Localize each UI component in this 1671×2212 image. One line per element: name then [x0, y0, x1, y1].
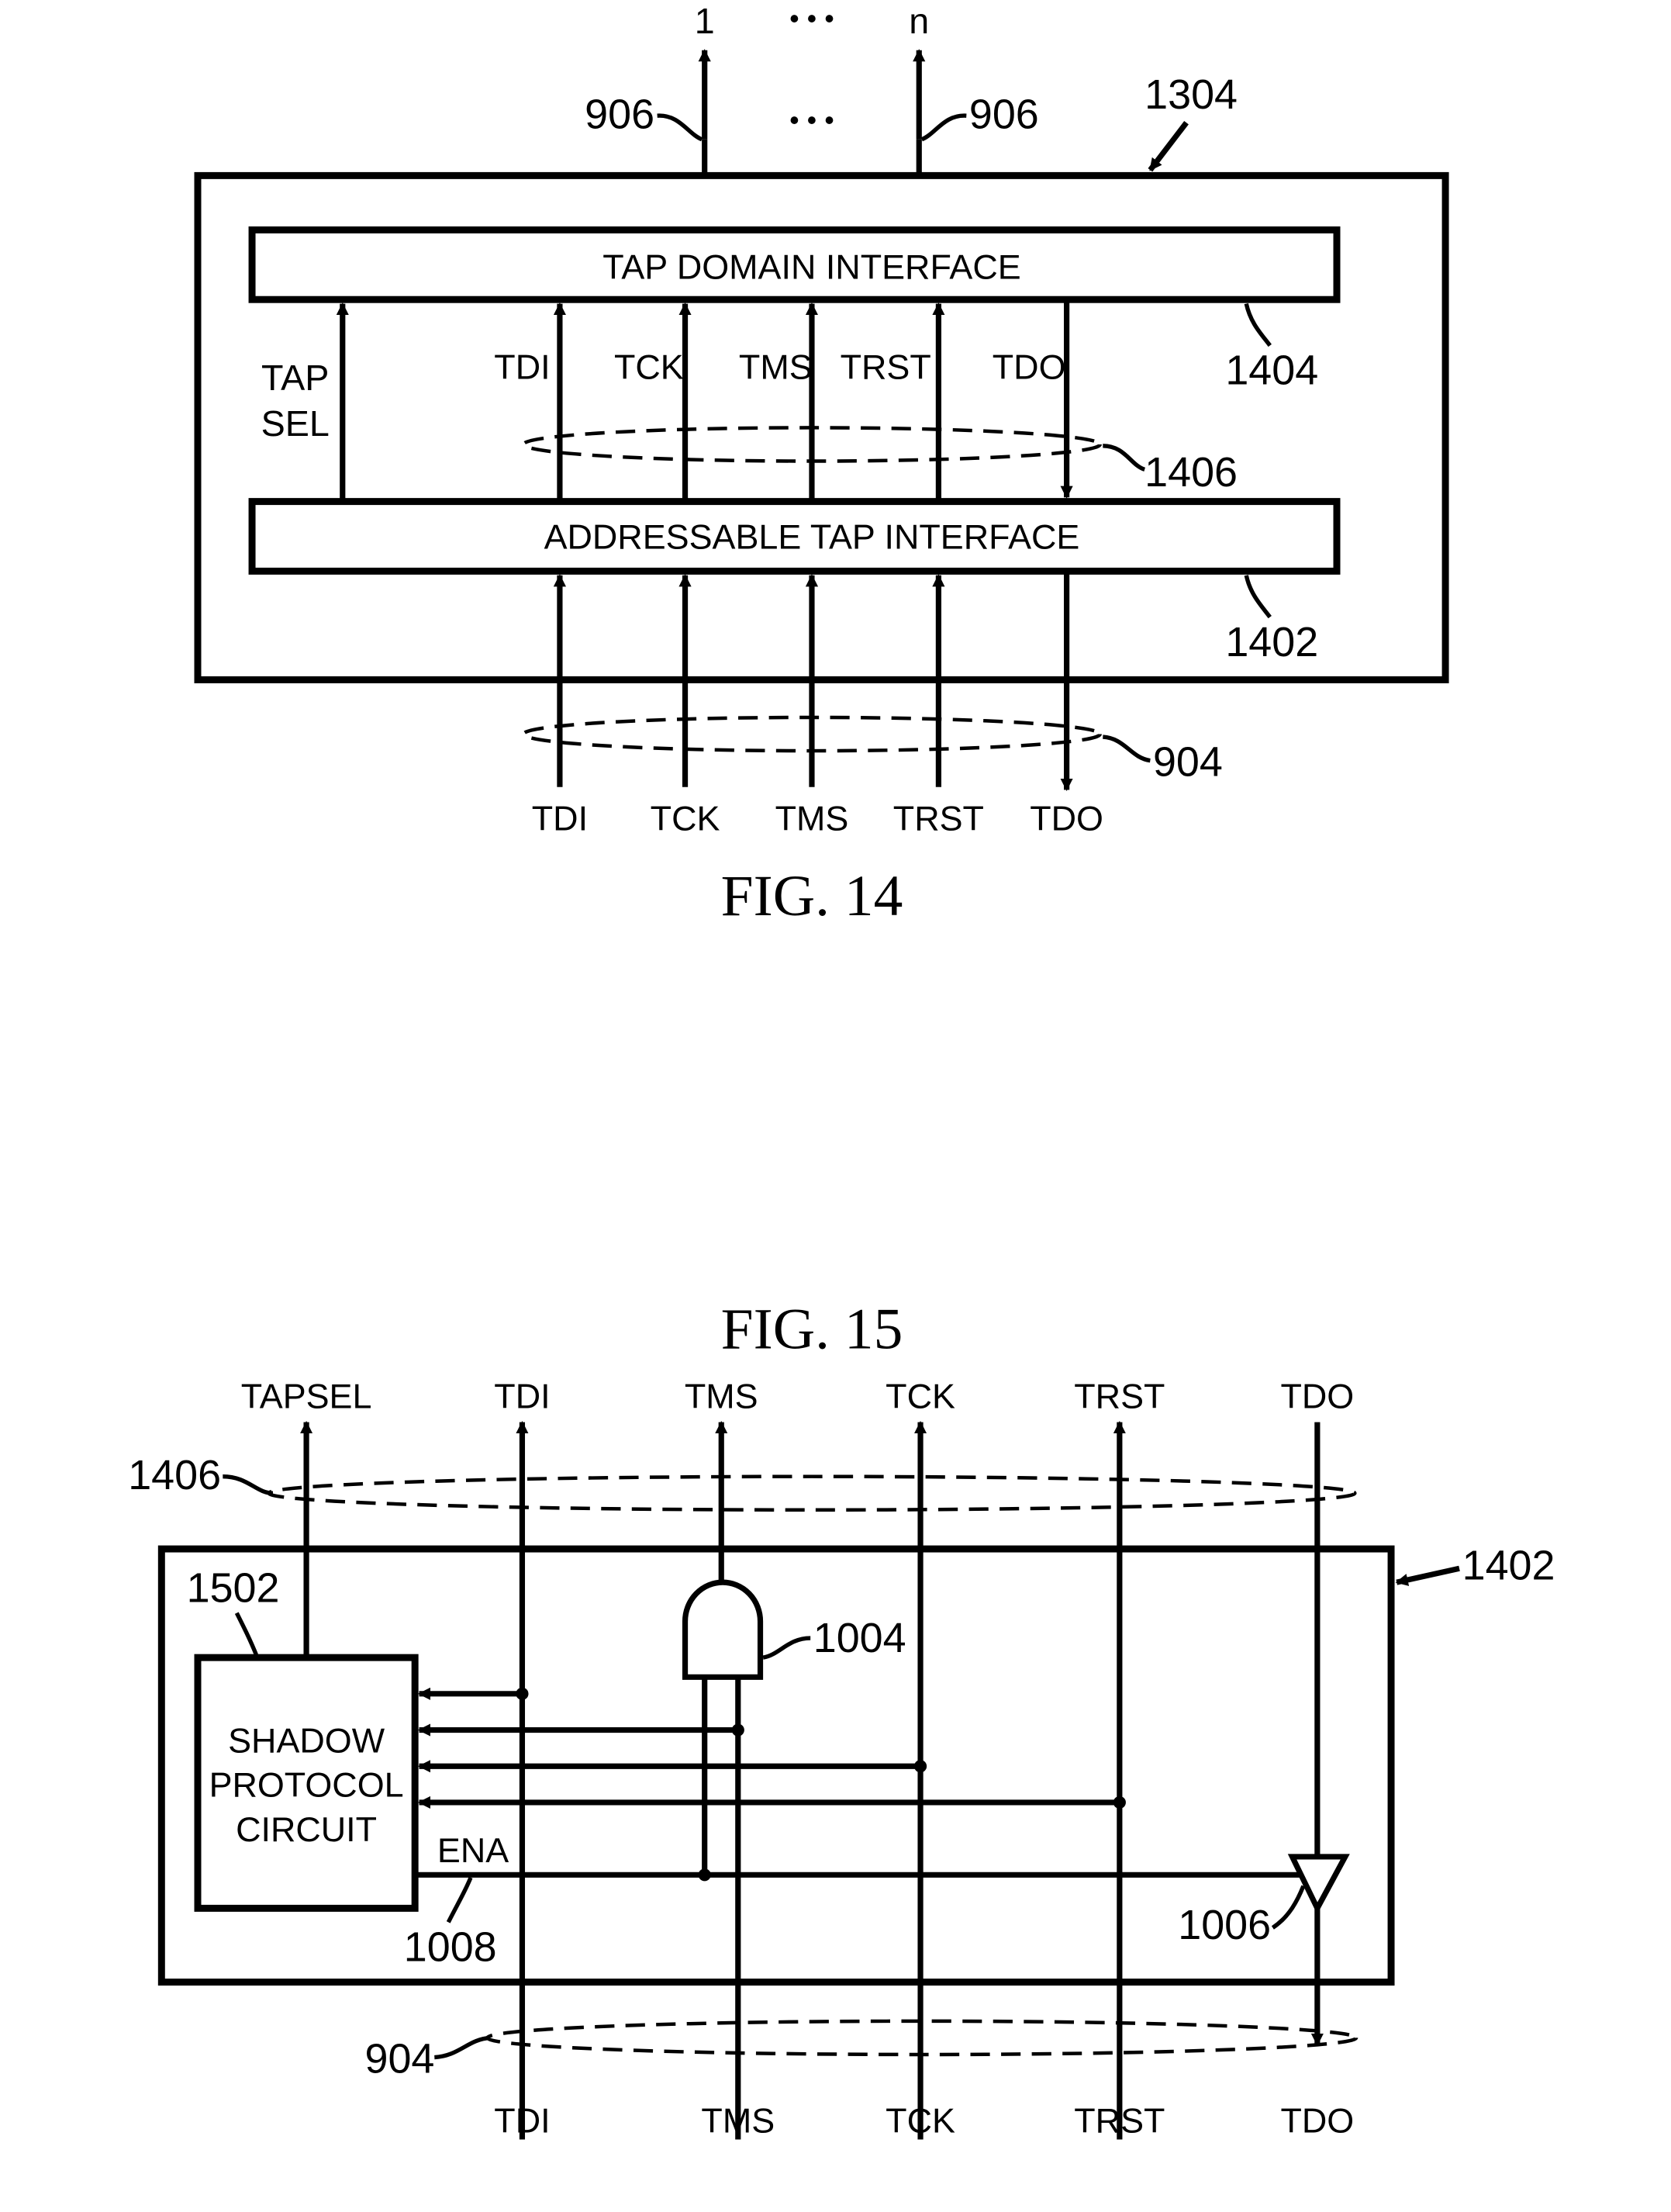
fig14-ref-906-left: 906 — [585, 91, 654, 137]
fig15-top-tms-label: TMS — [685, 1377, 758, 1416]
fig14-inner-tms-label: TMS — [739, 347, 813, 387]
fig14-leader-1402 — [1244, 575, 1272, 619]
fig15-tck-junction — [913, 1760, 927, 1773]
fig14-ref-1404: 1404 — [1225, 347, 1318, 394]
fig15-top-tapsel-label: TAPSEL — [241, 1377, 372, 1416]
fig15-ena-label: ENA — [437, 1830, 509, 1870]
tap-sel-label-line1: TAP — [261, 358, 329, 398]
fig15-ref-1004: 1004 — [813, 1615, 906, 1661]
fig14-leader-1304 — [1148, 120, 1189, 172]
fig15-leader-1008 — [446, 1876, 473, 1923]
fig14-leader-906-right — [920, 113, 967, 142]
fig15-bottom-tdi-label: TDI — [494, 2101, 550, 2141]
fig15-leader-1406 — [223, 1474, 274, 1495]
fig15-leader-1004 — [762, 1636, 811, 1660]
figure-15: FIG. 15 TAPSEL TDI TMS TCK TRST TDO 1402… — [128, 1297, 1555, 2140]
fig14-label-1: 1 — [695, 1, 715, 41]
fig14-ref-1304: 1304 — [1144, 71, 1238, 118]
fig15-bottom-tms-label: TMS — [701, 2101, 775, 2141]
fig14-ref-904: 904 — [1153, 738, 1223, 785]
fig15-top-tdo-label: TDO — [1280, 1377, 1354, 1416]
fig14-bottom-tms-label: TMS — [775, 798, 849, 838]
figure-14: 1 • • • n • • • 906 906 1304 TAP DOMAIN … — [194, 1, 1449, 928]
fig15-leader-1402 — [1395, 1565, 1460, 1586]
fig14-ref-906-right: 906 — [969, 91, 1039, 137]
fig14-leader-1406 — [1103, 444, 1146, 472]
fig14-inner-tck-label: TCK — [614, 347, 684, 387]
fig15-trst-junction — [1113, 1796, 1126, 1809]
fig15-ref-904: 904 — [365, 2035, 435, 2082]
fig15-tms-junction — [731, 1723, 744, 1737]
fig14-bottom-tck-label: TCK — [651, 798, 720, 838]
fig15-leader-904 — [434, 2035, 491, 2060]
shadow-circuit-line3: CIRCUIT — [236, 1809, 377, 1849]
fig14-dots-top: • • • — [789, 2, 834, 34]
fig15-ena-junction — [698, 1868, 711, 1882]
fig14-label-n: n — [909, 1, 929, 41]
fig14-dots-mid: • • • — [789, 104, 834, 136]
fig15-leader-1006 — [1271, 1885, 1306, 1930]
fig14-bus-1406-ellipse — [521, 426, 1102, 463]
fig15-bus-1406-ellipse — [267, 1474, 1357, 1512]
fig14-caption: FIG. 14 — [721, 864, 903, 928]
and-gate-1004 — [682, 1579, 764, 1680]
fig15-ref-1006: 1006 — [1178, 1902, 1271, 1948]
fig15-tdi-junction — [516, 1687, 529, 1700]
fig14-leader-1404 — [1244, 302, 1272, 347]
fig14-leader-904 — [1102, 734, 1151, 763]
shadow-circuit-line2: PROTOCOL — [209, 1765, 404, 1805]
fig15-top-tdi-label: TDI — [494, 1377, 550, 1416]
fig14-inner-trst-label: TRST — [841, 347, 931, 387]
fig14-inner-tdo-label: TDO — [993, 347, 1066, 387]
fig14-inner-tdi-label: TDI — [494, 347, 550, 387]
fig14-bus-904-ellipse — [521, 715, 1102, 753]
fig14-leader-906-left — [657, 113, 703, 142]
fig15-ref-1008: 1008 — [404, 1924, 497, 1971]
fig15-bottom-tdo-label: TDO — [1280, 2101, 1354, 2141]
fig15-bottom-trst-label: TRST — [1074, 2101, 1165, 2141]
fig15-top-tck-label: TCK — [886, 1377, 955, 1416]
tap-domain-interface-label: TAP DOMAIN INTERFACE — [602, 247, 1020, 286]
fig14-ref-1402: 1402 — [1225, 619, 1318, 665]
fig14-bottom-trst-label: TRST — [893, 798, 984, 838]
fig15-leader-1502 — [234, 1612, 258, 1656]
shadow-circuit-line1: SHADOW — [228, 1720, 385, 1760]
tap-sel-label-line2: SEL — [261, 403, 330, 444]
addressable-tap-interface-box — [248, 498, 1341, 575]
fig14-bottom-tdo-label: TDO — [1030, 798, 1103, 838]
fig14-ref-1406: 1406 — [1144, 449, 1238, 496]
tristate-buffer-1006 — [1287, 1854, 1350, 1915]
fig15-top-trst-label: TRST — [1074, 1377, 1165, 1416]
fig15-ref-1406: 1406 — [128, 1452, 221, 1498]
tap-domain-interface-box — [248, 226, 1341, 303]
shadow-protocol-circuit-box — [194, 1654, 419, 1912]
fig14-bottom-tdi-label: TDI — [532, 798, 588, 838]
fig15-bottom-tck-label: TCK — [886, 2101, 955, 2141]
fig15-ref-1402: 1402 — [1462, 1543, 1555, 1589]
fig15-caption: FIG. 15 — [721, 1297, 903, 1361]
fig15-ref-1502: 1502 — [187, 1564, 280, 1611]
addressable-tap-interface-label: ADDRESSABLE TAP INTERFACE — [544, 517, 1080, 557]
